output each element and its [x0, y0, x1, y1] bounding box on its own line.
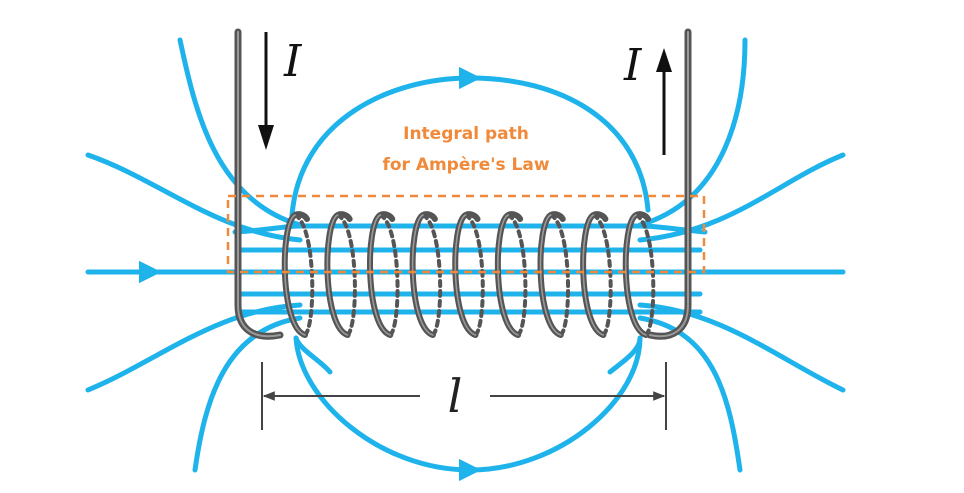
field-line-left-2 [85, 152, 303, 243]
magnetic-field-lines [85, 37, 846, 482]
field-line-inside-1 [232, 223, 708, 235]
coil-turn-highlight [582, 214, 605, 336]
field-line-left-3 [85, 302, 303, 393]
coil-turn-back [335, 213, 357, 337]
lead-wire-right [646, 28, 692, 340]
coil-turn-highlight [624, 214, 647, 336]
field-line-right-2 [637, 152, 846, 243]
current-label-left: I [283, 36, 303, 87]
current-arrow-right [656, 48, 672, 155]
coil-turn-highlight [369, 214, 392, 336]
coil-turn-back [634, 213, 656, 337]
coil-turn-back [420, 213, 443, 337]
coil-turn-highlight [454, 214, 477, 336]
field-line-bottom-arc [293, 335, 643, 482]
field-line-bottom-inner [293, 335, 643, 375]
lead-wire-left-hl [237, 31, 281, 338]
coil-turn-back [293, 213, 315, 337]
coil-turn-highlight [539, 214, 562, 336]
length-label: l [448, 369, 463, 423]
coil-turn-highlight [283, 214, 306, 336]
lead-wire-left [234, 28, 284, 340]
coil-turn-highlight [497, 214, 519, 336]
coil-turn-back [506, 213, 528, 337]
coil-turn-back [463, 213, 485, 337]
field-line-right-3 [637, 302, 846, 393]
current-label-right: I [623, 40, 643, 91]
current-arrow-left [258, 32, 274, 150]
coil-turn-highlight [411, 214, 434, 336]
coil-turn-back [548, 213, 571, 337]
coil-turn-back [378, 213, 400, 337]
ampere-integral-path [226, 194, 706, 274]
coil-turn-back [591, 213, 613, 337]
length-dimension [261, 362, 667, 430]
field-line-left-1 [177, 37, 303, 228]
lead-wire-right-hl [649, 31, 689, 338]
field-line-left-4 [192, 315, 303, 473]
field-line-right-4 [637, 315, 743, 473]
field-line-top-arc [289, 66, 651, 218]
path-label-line2: for Ampère's Law [382, 155, 549, 175]
field-line-right-1 [637, 37, 748, 228]
path-label-line1: Integral path [403, 124, 529, 144]
coil-turn-highlight [326, 214, 349, 336]
solenoid-coil [234, 28, 692, 340]
